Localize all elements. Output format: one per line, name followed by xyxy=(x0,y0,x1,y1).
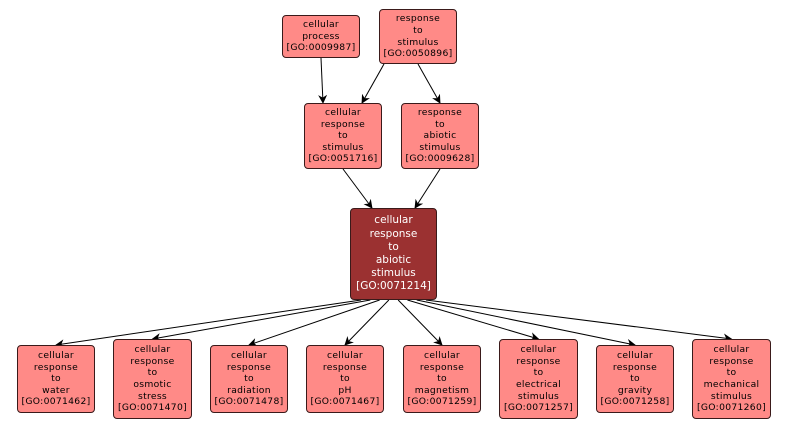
edge-response_to_stimulus-to-cellular_response_to_stimulus xyxy=(361,63,385,104)
node-label-line: [GO:0071470] xyxy=(118,402,187,414)
node-label-line: response xyxy=(369,227,418,240)
node-label-line: mechanical xyxy=(703,379,760,390)
node-label-line: [GO:0071467] xyxy=(310,396,380,408)
node-label-line: to xyxy=(533,367,544,379)
node-label-line: water xyxy=(42,384,70,396)
node-label-line: response xyxy=(130,355,175,367)
node-label-line: cellular xyxy=(38,350,74,362)
node-label-line: response xyxy=(417,107,463,119)
node-label-line: [GO:0009628] xyxy=(405,153,475,165)
node-label-line: cellular xyxy=(327,350,363,362)
node-label-line: response xyxy=(709,355,754,367)
node-label-line: [GO:0071214] xyxy=(356,280,431,293)
node-label-line: response xyxy=(33,361,79,373)
node-label-line: [GO:0071462] xyxy=(21,396,91,408)
node-label-line: to xyxy=(388,240,399,253)
node-label-line: to xyxy=(340,373,350,385)
node-label-line: to xyxy=(437,373,447,385)
node-label-line: pH xyxy=(338,384,352,396)
edge-cellular_response_to_abiotic_stimulus-to-water xyxy=(55,299,362,349)
node-label-line: to xyxy=(630,373,640,385)
node-label-line: stress xyxy=(138,390,167,402)
node-label-line: cellular xyxy=(520,344,557,356)
node-label-line: stimulus xyxy=(517,390,560,402)
node-label-line: cellular xyxy=(325,107,361,119)
node-label-line: stimulus xyxy=(371,267,416,280)
node-label-line: response xyxy=(395,13,441,25)
edge-cellular_response_to_stimulus-to-cellular_response_to_abiotic_stimulus xyxy=(342,168,373,209)
node-label-line: [GO:0071257] xyxy=(504,402,573,414)
node-label-line: gravity xyxy=(617,384,653,396)
node-label-line: to xyxy=(435,118,445,130)
edge-cellular_response_to_abiotic_stimulus-to-radiation xyxy=(248,299,380,347)
node-label-line: cellular xyxy=(134,344,171,356)
node-label-line: [GO:0050896] xyxy=(383,48,453,60)
node-label-line: cellular xyxy=(617,350,653,362)
node-label-line: response xyxy=(226,361,272,373)
node-label-line: radiation xyxy=(227,384,271,396)
node-label-line: electrical xyxy=(515,379,562,390)
node-label-line: to xyxy=(51,373,61,385)
node-label-line: response xyxy=(419,361,465,373)
node-label-line: [GO:0071259] xyxy=(407,396,477,408)
node-label-line: [GO:0009987] xyxy=(286,42,356,54)
node-label-line: to xyxy=(244,373,254,385)
node-label-line: to xyxy=(413,24,423,36)
edge-cellular_response_to_abiotic_stimulus-to-electrical xyxy=(407,299,540,342)
node-label-line: response xyxy=(320,118,366,130)
edge-cellular_response_to_abiotic_stimulus-to-mechanical xyxy=(425,299,733,343)
node-label-line: to xyxy=(147,367,158,379)
edge-cellular_response_to_abiotic_stimulus-to-magnetism xyxy=(397,299,443,346)
node-label-line: cellular xyxy=(713,344,750,356)
node-label-line: response xyxy=(612,361,658,373)
edge-cellular_process-to-cellular_response_to_stimulus xyxy=(318,57,328,104)
node-label-line: cellular xyxy=(231,350,267,362)
node-label-line: osmotic xyxy=(133,379,172,390)
node-label-line: response xyxy=(516,355,561,367)
node-label-line: [GO:0071258] xyxy=(600,396,670,408)
node-label-line: stimulus xyxy=(322,141,364,153)
node-label-line: [GO:0071478] xyxy=(214,396,284,408)
node-label-line: stimulus xyxy=(397,36,439,48)
node-label-line: to xyxy=(338,130,348,142)
node-label-line: magnetism xyxy=(414,384,470,396)
node-label-line: [GO:0051716] xyxy=(308,153,378,165)
node-label-line: cellular xyxy=(303,19,339,31)
node-label-line: stimulus xyxy=(419,141,461,153)
edge-cellular_response_to_abiotic_stimulus-to-ph xyxy=(344,299,390,346)
node-label-line: abiotic xyxy=(375,254,412,266)
node-label-line: to xyxy=(726,367,737,379)
node-label-line: cellular xyxy=(374,214,413,227)
edge-response_to_abiotic_stimulus-to-cellular_response_to_abiotic_stimulus xyxy=(414,168,441,209)
node-label-line: cellular xyxy=(424,350,460,362)
node-label-line: [GO:0071260] xyxy=(697,402,766,414)
node-label-line: response xyxy=(322,361,368,373)
node-label-line: abiotic xyxy=(423,130,457,142)
edge-cellular_response_to_abiotic_stimulus-to-gravity xyxy=(416,299,636,348)
edge-cellular_response_to_abiotic_stimulus-to-osmotic xyxy=(151,299,371,343)
node-label-line: process xyxy=(302,30,340,42)
edge-response_to_stimulus-to-response_to_abiotic_stimulus xyxy=(417,63,441,104)
node-label-line: stimulus xyxy=(710,390,753,402)
